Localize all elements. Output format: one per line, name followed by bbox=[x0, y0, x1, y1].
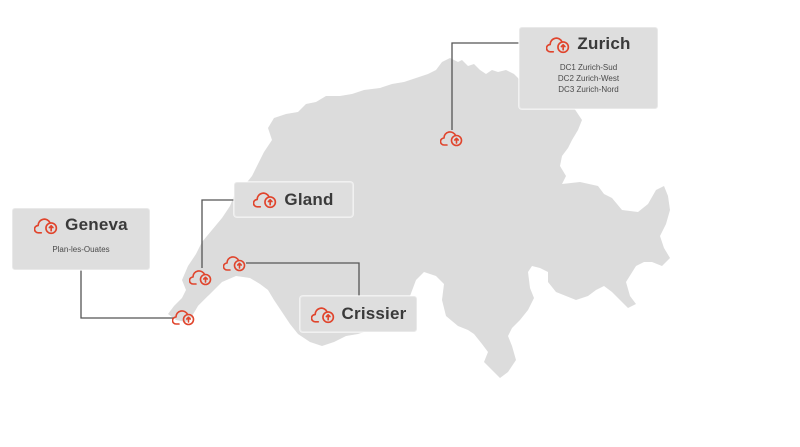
lake-geneva bbox=[192, 284, 270, 322]
connector-geneva bbox=[80, 270, 174, 319]
card-header: Crissier bbox=[301, 297, 416, 331]
cloud-upload-icon bbox=[34, 217, 58, 234]
location-title: Gland bbox=[284, 189, 334, 209]
connector-lines bbox=[80, 42, 520, 319]
card-header: Zurich bbox=[520, 34, 657, 54]
pin-zurich-cloud-icon[interactable] bbox=[440, 129, 465, 147]
connector-gland bbox=[201, 199, 234, 268]
location-title: Crissier bbox=[341, 304, 407, 323]
location-title: Geneva bbox=[65, 215, 128, 234]
cloud-upload-icon bbox=[253, 192, 277, 209]
cloud-upload-icon bbox=[310, 306, 334, 323]
connector-crissier bbox=[246, 262, 360, 297]
location-datacenters: DC1 Zurich-Sud DC2 Zurich-West DC3 Zuric… bbox=[520, 62, 657, 95]
connector-zurich bbox=[451, 42, 520, 130]
location-card-gland[interactable]: Gland bbox=[234, 182, 353, 217]
datacenter-item: DC2 Zurich-West bbox=[557, 74, 620, 83]
card-header: Geneva bbox=[13, 215, 149, 235]
datacenter-item: Plan-les-Ouates bbox=[52, 245, 110, 254]
cloud-upload-icon bbox=[546, 36, 570, 53]
location-card-crissier[interactable]: Crissier bbox=[300, 296, 417, 332]
pin-crissier-cloud-icon[interactable] bbox=[223, 254, 248, 272]
pin-geneva-cloud-icon[interactable] bbox=[172, 308, 197, 326]
datacenter-item: DC3 Zurich-Nord bbox=[558, 85, 619, 94]
location-title: Zurich bbox=[577, 34, 631, 53]
switzerland-outline bbox=[168, 58, 670, 378]
pin-gland-cloud-icon[interactable] bbox=[189, 268, 214, 286]
location-card-geneva[interactable]: Geneva Plan-les-Ouates bbox=[12, 208, 150, 270]
location-datacenters: Plan-les-Ouates bbox=[13, 244, 149, 255]
location-card-zurich[interactable]: Zurich DC1 Zurich-Sud DC2 Zurich-West DC… bbox=[519, 27, 658, 109]
datacenter-item: DC1 Zurich-Sud bbox=[559, 63, 618, 72]
card-header: Gland bbox=[235, 183, 352, 216]
